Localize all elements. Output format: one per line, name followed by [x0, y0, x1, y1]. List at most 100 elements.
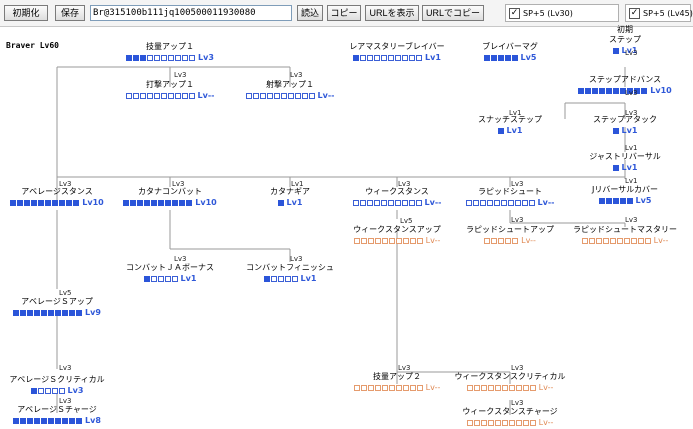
level-square[interactable] [44, 387, 51, 394]
skill-level-bar[interactable]: Lv-- [327, 198, 467, 207]
level-square[interactable] [189, 54, 196, 61]
level-square[interactable] [394, 199, 401, 206]
skill-level-bar[interactable]: Lv1 [555, 126, 693, 135]
level-square[interactable] [31, 199, 38, 206]
level-square[interactable] [188, 92, 195, 99]
skill-level-bar[interactable]: Lv-- [440, 383, 580, 392]
sp-lv30-toggle[interactable]: ✓ SP+5 (Lv30) [505, 4, 619, 22]
level-square[interactable] [374, 54, 381, 61]
level-square[interactable] [605, 197, 612, 204]
level-square[interactable] [55, 417, 62, 424]
level-square[interactable] [140, 54, 147, 61]
level-square[interactable] [498, 237, 505, 244]
level-square[interactable] [171, 275, 178, 282]
level-square[interactable] [41, 417, 48, 424]
level-square[interactable] [353, 54, 360, 61]
level-square[interactable] [66, 199, 73, 206]
level-square[interactable] [126, 54, 133, 61]
level-square[interactable] [73, 199, 80, 206]
level-square[interactable] [612, 164, 619, 171]
init-button[interactable]: 初期化 [4, 5, 48, 21]
level-square[interactable] [637, 237, 644, 244]
sp-lv30-checkbox[interactable]: ✓ [509, 8, 520, 19]
skill-level-bar[interactable]: Lv1 [555, 163, 693, 172]
skill-level-bar[interactable]: Lv-- [440, 198, 580, 207]
level-square[interactable] [266, 92, 273, 99]
level-square[interactable] [466, 384, 473, 391]
level-square[interactable] [27, 417, 34, 424]
level-square[interactable] [123, 199, 130, 206]
level-square[interactable] [381, 384, 388, 391]
level-square[interactable] [125, 92, 132, 99]
level-square[interactable] [179, 199, 186, 206]
level-square[interactable] [409, 384, 416, 391]
url-show-button[interactable]: URLを表示 [365, 5, 419, 21]
level-square[interactable] [479, 199, 486, 206]
level-square[interactable] [132, 92, 139, 99]
skill-level-bar[interactable]: Lv8 [0, 416, 127, 425]
level-square[interactable] [497, 54, 504, 61]
level-square[interactable] [367, 54, 374, 61]
level-square[interactable] [602, 237, 609, 244]
level-square[interactable] [308, 92, 315, 99]
skill-level-bar[interactable]: Lv-- [440, 418, 580, 427]
skill-level-bar[interactable]: Lv1 [100, 274, 240, 283]
skill-level-bar[interactable]: Lv1 [327, 53, 467, 62]
level-square[interactable] [182, 54, 189, 61]
level-square[interactable] [245, 92, 252, 99]
level-square[interactable] [609, 237, 616, 244]
skill-level-bar[interactable]: Lv9 [0, 308, 127, 317]
level-square[interactable] [76, 309, 83, 316]
level-square[interactable] [381, 237, 388, 244]
level-square[interactable] [252, 92, 259, 99]
skill-level-bar[interactable]: Lv5 [440, 53, 580, 62]
level-square[interactable] [374, 237, 381, 244]
level-square[interactable] [164, 275, 171, 282]
skill-level-bar[interactable]: Lv1 [220, 198, 360, 207]
level-square[interactable] [58, 387, 65, 394]
level-square[interactable] [644, 237, 651, 244]
level-square[interactable] [473, 419, 480, 426]
level-square[interactable] [514, 199, 521, 206]
level-square[interactable] [613, 87, 620, 94]
level-square[interactable] [381, 54, 388, 61]
level-square[interactable] [616, 237, 623, 244]
copy-button[interactable]: コピー [327, 5, 361, 21]
level-square[interactable] [402, 384, 409, 391]
level-square[interactable] [487, 419, 494, 426]
level-square[interactable] [612, 127, 619, 134]
level-square[interactable] [151, 199, 158, 206]
level-square[interactable] [612, 197, 619, 204]
level-square[interactable] [529, 384, 536, 391]
level-square[interactable] [291, 275, 298, 282]
skill-level-bar[interactable]: Lv-- [100, 91, 240, 100]
level-square[interactable] [273, 92, 280, 99]
sp-lv45-checkbox[interactable]: ✓ [629, 8, 640, 19]
level-square[interactable] [367, 237, 374, 244]
level-square[interactable] [598, 197, 605, 204]
level-square[interactable] [20, 309, 27, 316]
level-square[interactable] [158, 199, 165, 206]
level-square[interactable] [578, 87, 585, 94]
level-square[interactable] [160, 92, 167, 99]
level-square[interactable] [41, 309, 48, 316]
level-square[interactable] [17, 199, 24, 206]
level-square[interactable] [154, 54, 161, 61]
level-square[interactable] [52, 199, 59, 206]
skill-level-bar[interactable]: Lv1 [220, 274, 360, 283]
level-square[interactable] [380, 199, 387, 206]
